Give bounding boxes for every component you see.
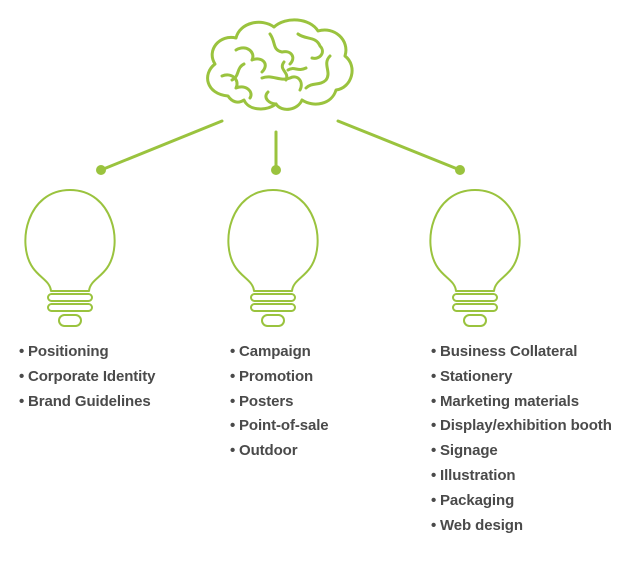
list-item: •Signage [431, 442, 498, 460]
connector-dot-left [96, 165, 106, 175]
list-item: •Corporate Identity [19, 367, 156, 385]
list-item: •Packaging [431, 491, 515, 509]
list-item: •Stationery [431, 367, 513, 385]
list-item: •Posters [230, 392, 294, 410]
list-item: •Business Collateral [431, 343, 578, 360]
list-item: •Marketing materials [431, 392, 579, 410]
service-list-2: •Campaign •Promotion •Posters •Point-of-… [230, 340, 329, 464]
list-item: •Positioning [19, 343, 109, 360]
service-list-1: •Positioning •Corporate Identity •Brand … [19, 340, 155, 414]
service-list-3: •Business Collateral •Stationery •Market… [431, 340, 612, 538]
lightbulb-icon [24, 189, 116, 327]
connector-line-left [99, 119, 224, 172]
list-item: •Promotion [230, 367, 314, 385]
connector-dot-right [455, 165, 465, 175]
list-item: •Illustration [431, 466, 516, 484]
connector-dot-center [271, 165, 281, 175]
list-item: •Brand Guidelines [19, 392, 151, 410]
lightbulb-icon [227, 189, 319, 327]
connector-line-right [336, 119, 462, 172]
list-item: •Web design [431, 516, 523, 534]
list-item: •Display/exhibition booth [431, 417, 612, 435]
list-item: •Outdoor [230, 442, 298, 460]
brain-icon [206, 18, 354, 111]
lightbulb-icon [429, 189, 521, 327]
list-item: •Point-of-sale [230, 417, 329, 435]
list-item: •Campaign [230, 343, 311, 360]
